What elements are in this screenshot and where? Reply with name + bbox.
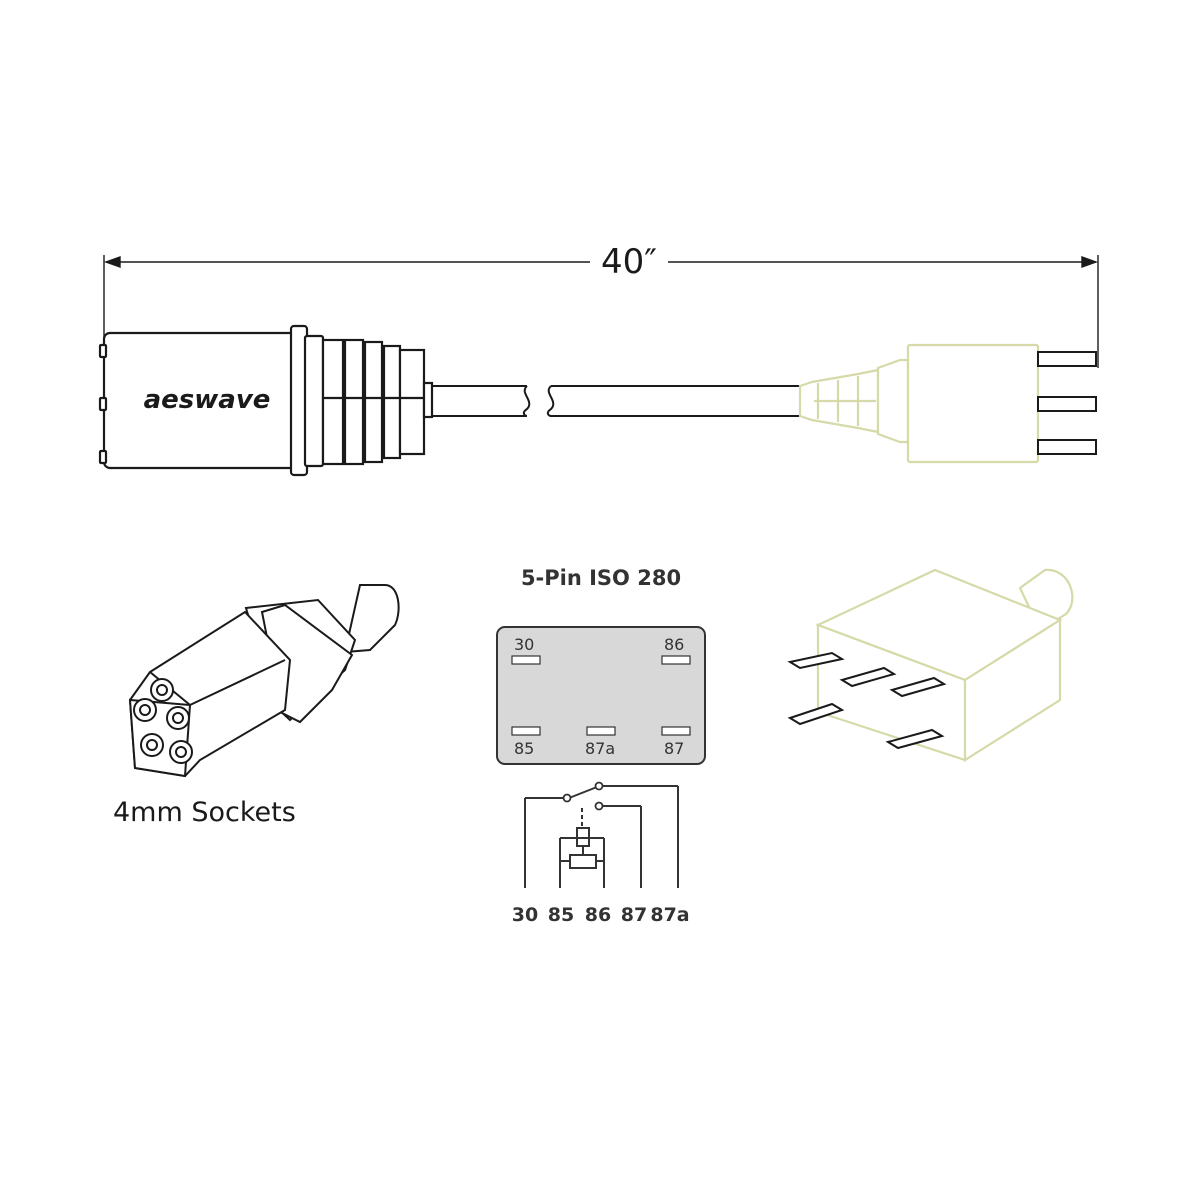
relay-pinout-box	[496, 626, 706, 765]
switch-contacts	[562, 781, 604, 811]
brand-logo: aeswave	[144, 385, 271, 415]
aeswave-connector	[98, 324, 434, 477]
terminal-label-87a: 87a	[650, 904, 689, 926]
pin-label-87a: 87a	[585, 739, 615, 758]
pin-label-30: 30	[514, 635, 534, 654]
pin-label-85: 85	[514, 739, 534, 758]
length-label: 40″	[601, 242, 657, 282]
socket-holes-icon	[133, 678, 193, 764]
cable-break-icon	[522, 385, 555, 417]
terminal-label-30: 30	[512, 904, 538, 926]
sockets-caption: 4mm Sockets	[113, 797, 296, 828]
relay-pin-slots	[511, 655, 691, 736]
pin-label-87: 87	[664, 739, 684, 758]
relay-blades	[787, 651, 947, 750]
dimension-arrow	[103, 255, 1099, 368]
pin-label-86: 86	[664, 635, 684, 654]
terminal-label-86: 86	[585, 904, 611, 926]
relay-plug-top	[798, 343, 1040, 464]
iso-relay-plug-icon	[815, 568, 1074, 762]
terminal-label-87: 87	[621, 904, 647, 926]
terminal-label-85: 85	[548, 904, 574, 926]
relay-heading: 5-Pin ISO 280	[521, 566, 681, 590]
relay-schematic	[524, 785, 679, 888]
relay-plug-pins	[1037, 351, 1097, 455]
cable	[432, 385, 800, 417]
